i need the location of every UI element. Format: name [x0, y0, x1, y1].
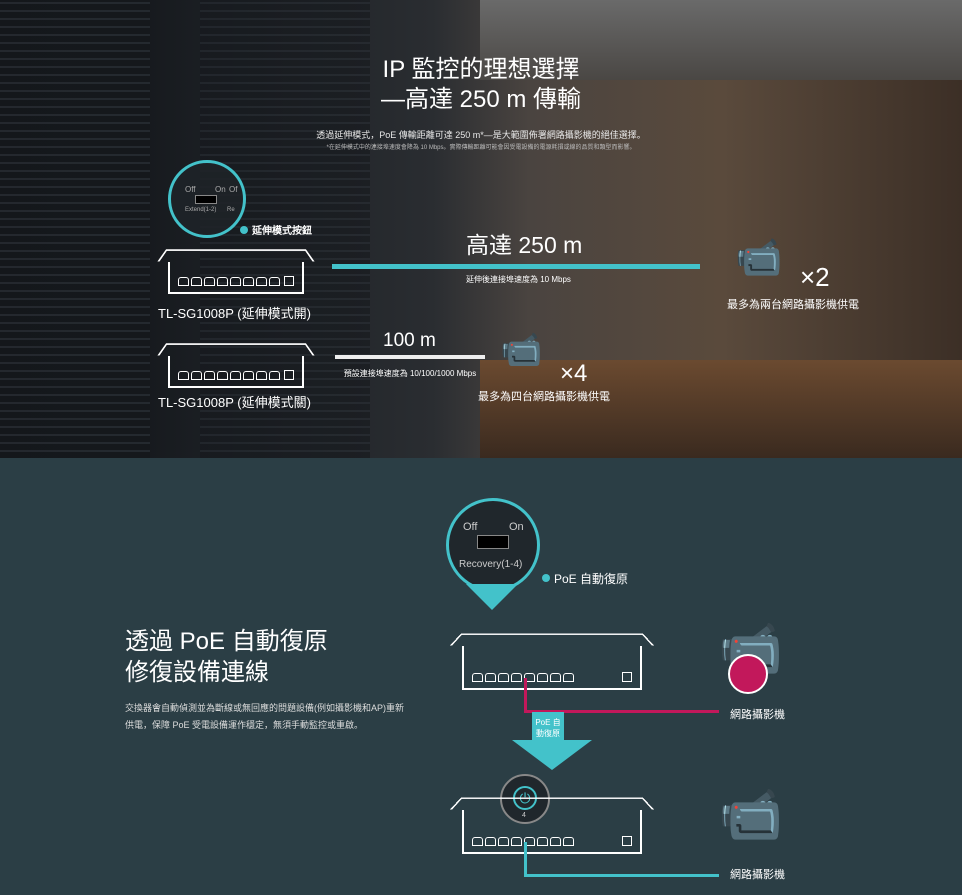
extend-button-label: 延伸模式按鈕 — [252, 226, 312, 237]
hero-footnote: *在延伸模式中的連接埠速度會降為 10 Mbps。實際傳輸距離可能會因受電設備的… — [326, 145, 636, 151]
recovery-callout: PoE 自動復原 — [554, 572, 629, 586]
switch-extend-on — [157, 249, 315, 294]
device-label-off: TL-SG1008P (延伸模式關) — [158, 395, 311, 410]
long-distance-label: 高達 250 m — [466, 232, 583, 258]
long-camera-desc: 最多為兩台網路攝影機供電 — [727, 299, 859, 311]
short-camera-count: ×4 — [560, 360, 588, 387]
extend-mode-section: IP 監控的理想選擇—高達 250 m 傳輸 透過延伸模式，PoE 傳輸距離可達… — [0, 0, 962, 458]
hero-title: IP 監控的理想選擇—高達 250 m 傳輸 — [380, 56, 582, 113]
background-floor — [480, 360, 962, 458]
camera-icon: 📹 — [735, 237, 783, 279]
switch-extend-off — [157, 343, 315, 388]
callout-dot — [240, 226, 248, 234]
server-rack — [0, 0, 150, 458]
restored-cable — [524, 842, 527, 876]
device-label-on: TL-SG1008P (延伸模式開) — [158, 306, 311, 321]
hero-subtitle: 透過延伸模式，PoE 傳輸距離可達 250 m*—是大範圍佈署網路攝影機的絕佳選… — [316, 130, 646, 140]
switch-before-recovery — [450, 633, 654, 690]
port-zoom-bubble: ⏻ 4 — [500, 774, 550, 824]
auto-recovery-section: 透過 PoE 自動復原修復設備連線 交換器會自動偵測並為斷線或無回應的問題設備(… — [0, 458, 962, 895]
camera-label: 網路攝影機 — [730, 869, 785, 881]
short-speed-label: 預設連接埠速度為 10/100/1000 Mbps — [343, 369, 477, 378]
short-distance-label: 100 m — [383, 330, 436, 351]
long-cable — [332, 264, 700, 269]
background-ceiling — [480, 0, 962, 80]
long-camera-count: ×2 — [800, 262, 830, 292]
bubble-pointer — [466, 584, 518, 610]
power-icon: ⏻ — [513, 786, 537, 810]
recovery-switch-bubble: Off On Recovery(1-4) — [446, 498, 540, 592]
camera-icon: 📹 — [500, 331, 543, 369]
fault-icon — [728, 654, 768, 694]
extend-toggle[interactable] — [195, 195, 217, 204]
faulty-cable — [524, 710, 719, 713]
recovery-arrow — [532, 712, 564, 740]
switch-after-recovery — [450, 797, 654, 854]
short-camera-desc: 最多為四台網路攝影機供電 — [478, 391, 610, 403]
recovery-toggle[interactable] — [477, 535, 509, 549]
short-cable — [335, 355, 485, 359]
recovery-body: 交換器會自動偵測並為斷線或無回應的問題設備(例如攝影機和AP)重新供電，保障 P… — [125, 703, 405, 730]
extend-switch-bubble: Off On Of Extend(1-2) Re — [168, 160, 246, 238]
camera-icon: 📹 — [718, 786, 783, 844]
recovery-heading: 透過 PoE 自動復原修復設備連線 — [125, 628, 328, 686]
restored-cable — [524, 874, 719, 877]
long-speed-label: 延伸後連接埠速度為 10 Mbps — [466, 275, 571, 284]
faulty-cable — [524, 678, 527, 712]
camera-label: 網路攝影機 — [730, 709, 785, 721]
arrow-label: PoE 自動復原 — [535, 718, 561, 738]
recovery-arrow-head — [512, 740, 592, 770]
callout-dot — [542, 574, 550, 582]
